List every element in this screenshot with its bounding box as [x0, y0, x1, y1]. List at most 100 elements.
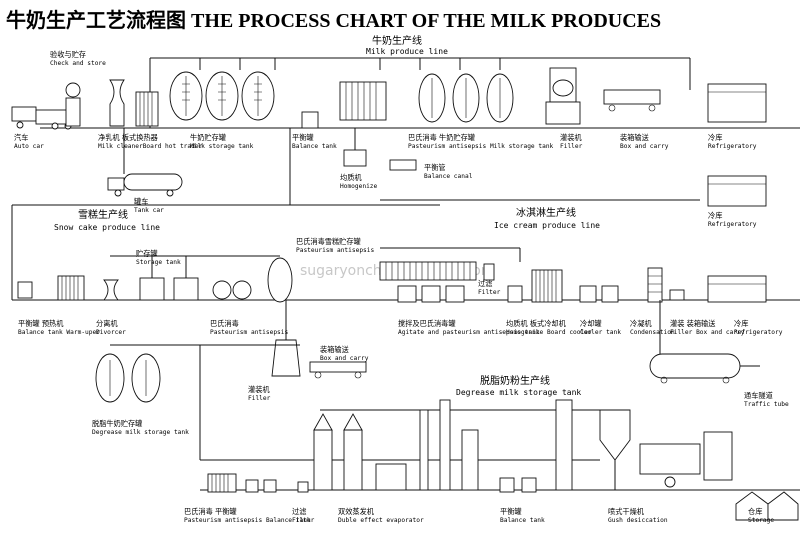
- label-en: Milk storage tank: [190, 143, 254, 150]
- balance-tank-3-icon: [499, 477, 537, 493]
- snow-line-title: 雪糕生产线: [78, 208, 128, 221]
- snow-line-subtitle: Snow cake produce line: [54, 223, 160, 232]
- label-zh: 仓库: [748, 507, 762, 516]
- label-zh: 双效蒸发机: [338, 507, 375, 516]
- label-en: Storage tank: [136, 259, 181, 266]
- label-en: Refrigeratory: [734, 329, 783, 336]
- label-zh: 牛奶贮存罐: [190, 133, 226, 142]
- label-zh: 喷式干燥机: [608, 507, 645, 516]
- refrigeratory-1-icon: [707, 83, 767, 123]
- label-en: Degrease milk storage tank: [92, 429, 189, 436]
- label-en: Filler Box and carry: [670, 329, 745, 336]
- label-zh: 冷库: [708, 133, 722, 142]
- label-zh: 冷库: [734, 319, 748, 328]
- auto-car-icon: [11, 106, 77, 130]
- label-zh: 平衡管: [424, 163, 446, 172]
- ice-line-title: 冰淇淋生产线: [516, 206, 576, 219]
- filler-1-icon: [545, 67, 581, 125]
- label-en: Balance tank: [292, 143, 337, 150]
- label-zh: 平衡罐: [292, 133, 314, 142]
- label-zh: 均质机: [340, 173, 362, 182]
- label-en: Pasteurism antisepsis: [210, 329, 289, 336]
- label-zh: 汽车: [14, 133, 28, 142]
- refrigeratory-2-icon: [707, 175, 767, 207]
- snow-storage-tank-icon: [267, 257, 293, 303]
- warm-uper-icon: [57, 275, 85, 301]
- pasteurizer-row3-icon: [207, 473, 277, 493]
- label-zh: 脱脂牛奶贮存罐: [92, 419, 142, 428]
- evaporator-icon: [313, 399, 479, 491]
- label-zh: 巴氏消毒 平衡罐: [184, 507, 237, 516]
- storage-icon: [735, 491, 799, 521]
- label-en: Gush desiccation: [608, 517, 668, 524]
- refrigeratory-3-icon: [707, 275, 767, 303]
- milk-line-subtitle: Milk produce line: [366, 47, 448, 56]
- label-en: Traffic tube: [744, 401, 789, 408]
- label-zh: 过滤: [478, 279, 492, 288]
- label-zh: 灌装机: [560, 133, 582, 142]
- degrease-line-title: 脱脂奶粉生产线: [480, 374, 550, 387]
- label-zh: 通车隧道: [744, 391, 773, 400]
- label-zh: 平衡罐: [500, 507, 522, 516]
- label-zh: 搅拌及巴氏消毒罐: [398, 319, 456, 328]
- degrease-line: [95, 344, 800, 521]
- label-en: Filter: [478, 289, 501, 296]
- ice-line-subtitle: Ice cream produce line: [494, 221, 600, 230]
- label-en: Pasteurism antisepsis: [296, 247, 375, 254]
- label-zh: 分离机: [96, 319, 118, 328]
- label-zh: 贮存罐: [136, 249, 158, 258]
- label-en: Auto car: [14, 143, 44, 150]
- label-zh: 净乳机 板式换热器: [98, 133, 158, 142]
- label-zh: 均质机 板式冷却机: [506, 319, 567, 328]
- label-en: Check and store: [50, 60, 106, 67]
- label-en: Homogenize Board cooler: [506, 329, 592, 336]
- label-en: Filler: [248, 395, 271, 402]
- label-zh: 灌装 装箱输送: [670, 319, 715, 328]
- filter-1-icon: [379, 261, 495, 281]
- label-zh: 验收与贮存: [50, 50, 86, 59]
- label-zh: 冷却罐: [580, 319, 602, 328]
- label-en: Homogenize: [340, 183, 378, 190]
- homogenizer-2-icon: [507, 269, 563, 303]
- label-en: Storage: [748, 517, 774, 524]
- pasteurizer-icon: [212, 280, 252, 300]
- milk-produce-line: [11, 57, 800, 197]
- label-en: Refrigeratory: [708, 143, 757, 150]
- label-zh: 冷凝机: [630, 319, 652, 328]
- milk-storage-tanks-2: [418, 73, 514, 123]
- box-carry-1-icon: [603, 89, 661, 112]
- label-en: Duble effect evaporator: [338, 517, 424, 524]
- label-en: Box and carry: [620, 143, 669, 150]
- label-zh: 装箱输送: [320, 345, 349, 354]
- label-en: Pasteurism antisepsis Balance tank: [184, 517, 311, 524]
- agitate-tanks-icon: [397, 285, 465, 303]
- label-en: Pasteurism antisepsis Milk storage tank: [408, 143, 554, 150]
- filler-2-icon: [271, 300, 301, 377]
